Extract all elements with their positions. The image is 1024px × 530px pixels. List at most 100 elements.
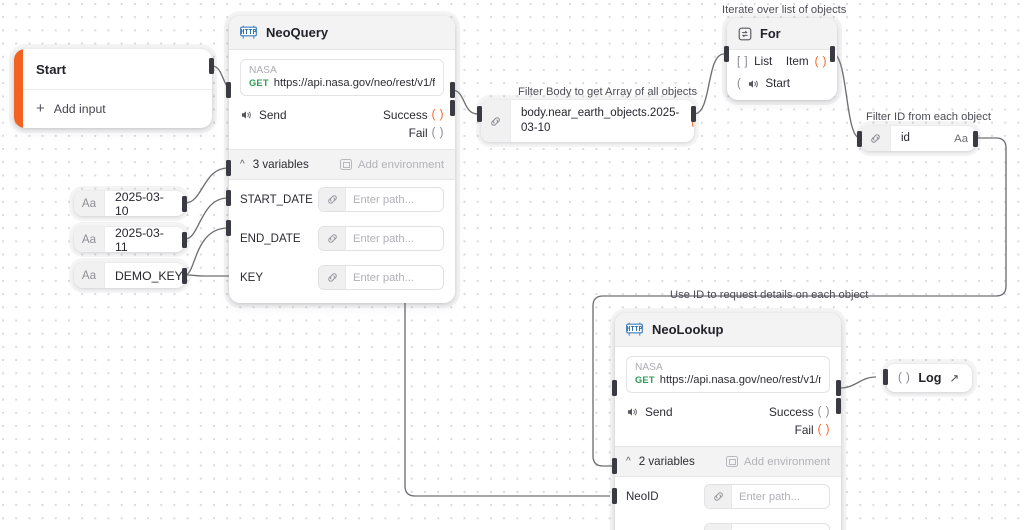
neolookup-add-environment-button[interactable]: Add environment (725, 455, 830, 468)
neoquery-node[interactable]: HTTP NeoQuery NASA GET https://api.nasa.… (229, 16, 455, 303)
signal-icon (749, 79, 759, 88)
neoquery-variable-path-field[interactable]: Enter path... (318, 226, 444, 251)
neoquery-url-field[interactable]: NASA GET https://api.nasa.gov/neo/rest/v… (240, 59, 444, 96)
filter-body-node[interactable]: body.near_earth_objects.2025-03-10 [ ] (481, 100, 694, 143)
link-icon[interactable] (319, 188, 346, 211)
neolookup-send-button[interactable]: Send (626, 405, 673, 419)
neoquery-send-input-port[interactable] (226, 82, 231, 98)
link-icon[interactable] (319, 227, 346, 250)
log-input-port[interactable] (883, 369, 888, 385)
neoquery-variable-row: END_DATE Enter path... (229, 219, 455, 258)
neoquery-variable-path-input[interactable]: Enter path... (353, 271, 414, 284)
neoquery-fail-port-glyph: ( ) (431, 127, 444, 139)
neoquery-key-input-port[interactable] (226, 220, 231, 236)
neoquery-variable-row: KEY Enter path... (229, 258, 455, 303)
neoquery-send-button[interactable]: Send (240, 108, 287, 122)
value-node-demo-key[interactable]: Aa DEMO_KEY (74, 263, 185, 288)
neoquery-fail-output-port[interactable] (450, 100, 455, 116)
http-icon: HTTP (626, 322, 643, 336)
link-icon[interactable] (481, 100, 511, 143)
neoquery-variable-path-input[interactable]: Enter path... (353, 193, 414, 206)
link-icon[interactable] (705, 524, 732, 530)
for-node-list-row: [ ] List Item ( ) (727, 50, 837, 72)
chevron-up-icon[interactable]: ^ (240, 159, 245, 170)
neolookup-variable-path-input[interactable]: Enter path... (739, 490, 800, 503)
neoquery-variable-path-input[interactable]: Enter path... (353, 232, 414, 245)
neolookup-success-port-label: Success ( ) (769, 405, 830, 419)
value-node-text[interactable]: 2025-03-10 (115, 191, 164, 216)
neolookup-neoid-input-port[interactable] (612, 458, 617, 474)
value-node-start-date[interactable]: Aa 2025-03-10 (74, 191, 185, 216)
neolookup-url-label: NASA (635, 362, 663, 373)
neolookup-url: https://api.nasa.gov/neo/rest/v1/neo/{{N… (659, 374, 821, 386)
neolookup-node[interactable]: HTTP NeoLookup NASA GET https://api.nasa… (615, 313, 841, 530)
link-icon[interactable] (319, 266, 346, 289)
for-item-port-glyph: ( ) (814, 55, 827, 68)
for-node-annotation: Iterate over list of objects (722, 4, 847, 16)
for-node-header: For (727, 18, 837, 50)
neoquery-success-output-port[interactable] (450, 82, 455, 98)
neolookup-success-output-port[interactable] (836, 380, 841, 396)
neoquery-method: GET (249, 78, 269, 88)
for-node[interactable]: For [ ] List Item ( ) ( Start (727, 18, 837, 100)
value-node-text[interactable]: DEMO_KEY (115, 268, 183, 283)
neolookup-url-field[interactable]: NASA GET https://api.nasa.gov/neo/rest/v… (626, 356, 830, 393)
neoquery-startdate-input-port[interactable] (226, 160, 231, 176)
value-node-start-date-output-port[interactable] (182, 196, 187, 212)
value-node-end-date-output-port[interactable] (182, 232, 187, 248)
text-type-icon: Aa (74, 191, 105, 216)
neolookup-fail-output-port[interactable] (836, 398, 841, 414)
neoquery-fail-port-label: Fail ( ) (409, 126, 444, 140)
neoquery-variable-name: START_DATE (240, 193, 313, 206)
neolookup-add-environment-label: Add environment (743, 455, 830, 468)
for-node-start-row: ( Start (727, 72, 837, 100)
link-icon[interactable] (861, 126, 891, 151)
value-node-text[interactable]: 2025-03-11 (115, 227, 164, 252)
start-output-port[interactable] (209, 58, 214, 74)
filter-id-output-port[interactable] (973, 131, 978, 147)
neolookup-variable-row: KEY Enter path... (615, 516, 841, 530)
start-node[interactable]: Start + Add input (14, 49, 212, 128)
value-node-demo-key-output-port[interactable] (182, 268, 187, 284)
svg-text:HTTP: HTTP (241, 28, 257, 36)
neolookup-variable-row: NeoID Enter path... (615, 477, 841, 516)
arrow-up-right-icon[interactable]: ↗ (949, 373, 960, 385)
neoquery-variables-bar[interactable]: ^ 3 variables Add environment (229, 149, 455, 180)
link-icon[interactable] (705, 485, 732, 508)
add-input-button[interactable]: + Add input (14, 90, 212, 128)
neolookup-variable-path-field[interactable]: Enter path... (704, 523, 830, 530)
neoquery-variable-path-field[interactable]: Enter path... (318, 265, 444, 290)
for-item-output-port[interactable] (830, 46, 835, 62)
neoquery-enddate-input-port[interactable] (226, 190, 231, 206)
text-type-icon: Aa (74, 227, 105, 252)
neoquery-add-environment-button[interactable]: Add environment (339, 158, 444, 171)
neolookup-variable-path-field[interactable]: Enter path... (704, 484, 830, 509)
log-node[interactable]: ( ) Log ↗ (886, 364, 973, 392)
neolookup-title: NeoLookup (652, 322, 724, 337)
neolookup-send-input-port[interactable] (612, 380, 617, 396)
neolookup-key-input-port[interactable] (612, 488, 617, 504)
signal-icon (242, 111, 251, 119)
filter-body-expression[interactable]: body.near_earth_objects.2025-03-10 (521, 107, 680, 135)
neolookup-variables-bar[interactable]: ^ 2 variables Add environment (615, 446, 841, 477)
filter-id-input-port[interactable] (857, 131, 862, 147)
edge-neolookup-success-to-log (839, 376, 877, 389)
filter-id-expression[interactable]: id (901, 131, 910, 144)
neolookup-variable-path-input[interactable]: Enter path... (732, 524, 829, 530)
filter-body-input-port[interactable] (477, 106, 482, 122)
chevron-up-icon[interactable]: ^ (626, 456, 631, 467)
neoquery-title: NeoQuery (266, 25, 329, 40)
neoquery-variable-path-field[interactable]: Enter path... (318, 187, 444, 212)
environment-icon (725, 456, 738, 467)
neoquery-success-port-glyph: ( ) (431, 109, 444, 121)
log-node-label: Log (918, 371, 942, 385)
for-list-input-port[interactable] (724, 46, 729, 62)
filter-body-output-port[interactable] (691, 106, 696, 122)
neoquery-add-environment-label: Add environment (357, 158, 444, 171)
log-input-port-glyph: ( ) (898, 372, 911, 384)
value-node-end-date[interactable]: Aa 2025-03-11 (74, 227, 185, 252)
neoquery-variable-row: START_DATE Enter path... (229, 180, 455, 219)
filter-id-node[interactable]: id Aa (861, 126, 976, 151)
start-node-title: Start (14, 49, 212, 90)
